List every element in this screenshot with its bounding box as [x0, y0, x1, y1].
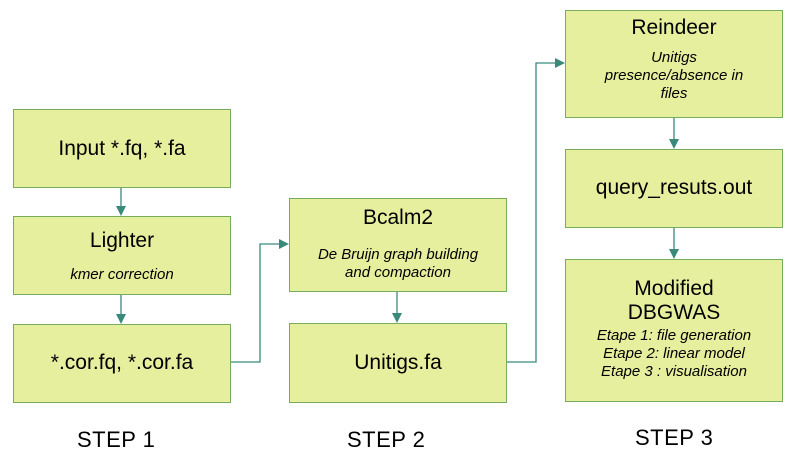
step-3-label: STEP 3 [635, 425, 714, 450]
box-dbgwas-line-2: Etape 2: linear model [603, 345, 745, 362]
box-lighter-subtitle: kmer correction [70, 266, 174, 283]
box-bcalm-title: Bcalm2 [362, 206, 434, 229]
box-input: Input *.fq, *.fa [13, 109, 231, 188]
box-dbgwas-line-1: Etape 1: file generation [596, 327, 752, 344]
box-dbgwas-line-3: Etape 3 : visualisation [601, 363, 747, 380]
box-query: query_resuts.out [565, 149, 783, 228]
box-dbgwas: Modified DBGWAS Etape 1: file generation… [565, 259, 783, 402]
arrow-cor-bcalm [231, 239, 289, 363]
box-bcalm-subtitle-2: and compaction [345, 264, 451, 281]
box-input-title: Input *.fq, *.fa [58, 137, 186, 160]
box-dbgwas-title-2: DBGWAS [627, 301, 721, 324]
box-reindeer-subtitle-3: files [660, 85, 688, 102]
box-lighter: Lighter kmer correction [13, 216, 231, 295]
box-bcalm: Bcalm2 De Bruijn graph building and comp… [289, 198, 507, 292]
step-1-label: STEP 1 [77, 427, 156, 452]
box-cor-title: *.cor.fq, *.cor.fa [50, 351, 194, 374]
box-unitigs: Unitigs.fa [289, 323, 507, 403]
box-reindeer-subtitle-2: presence/absence in [604, 67, 744, 84]
box-bcalm-subtitle-1: De Bruijn graph building [317, 246, 479, 263]
box-reindeer-title: Reindeer [631, 16, 717, 39]
box-unitigs-title: Unitigs.fa [354, 351, 442, 374]
step-2-label: STEP 2 [347, 427, 426, 452]
box-cor: *.cor.fq, *.cor.fa [13, 324, 231, 403]
box-lighter-title: Lighter [89, 229, 155, 252]
arrow-unitigs-reindeer [507, 58, 565, 363]
box-dbgwas-title-1: Modified [634, 277, 714, 300]
box-reindeer-subtitle-1: Unitigs [651, 49, 697, 66]
box-reindeer: Reindeer Unitigs presence/absence in fil… [565, 10, 783, 118]
box-query-title: query_resuts.out [595, 176, 753, 199]
